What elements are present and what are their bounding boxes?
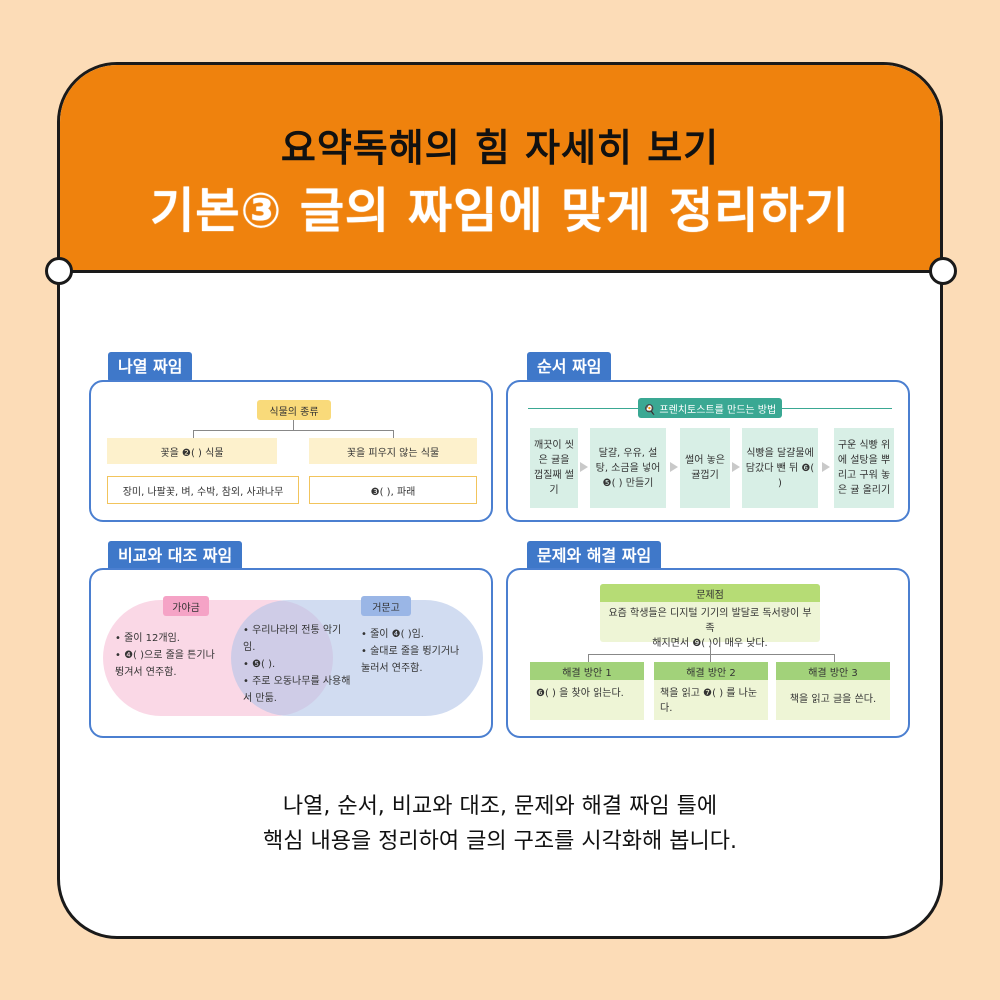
panel-problem: 문제점 요즘 학생들은 디지털 기기의 발달로 독서량이 부족 해지면서 ❾( … [506,568,910,738]
problem-box: 문제점 요즘 학생들은 디지털 기기의 발달로 독서량이 부족 해지면서 ❾( … [600,584,820,649]
solution-label: 해결 방안 3 [776,662,890,680]
header-banner: 요약독해의 힘 자세히 보기 기본③ 글의 짜임에 맞게 정리하기 [60,65,940,273]
order-step-4: 식빵을 달걀물에 담갔다 뺀 뒤 ❻( ) [742,428,818,508]
compare-left-items: • 줄이 12개임. • ❹( )으로 줄을 튼기나 뜅겨서 연주함. [115,630,227,681]
header-title-line1: 요약독해의 힘 자세히 보기 [280,126,720,170]
compare-middle-item: • 주로 오동나무를 사용해서 만듦. [243,676,351,704]
tag-list-structure: 나열 짜임 [108,352,193,382]
list-right-body: ❸( ), 파래 [309,476,477,504]
left-hinge-dot [45,257,73,285]
compare-right-item: • 줄이 ❹( )임. [361,629,424,640]
label-geomungo: 거문고 [361,596,411,616]
order-step-2: 달걀, 우유, 설탕, 소금을 넣어 ❺( ) 만들기 [590,428,666,508]
solution-label: 해결 방안 2 [654,662,768,680]
order-step-5: 구운 식빵 위에 설탕을 뿌리고 구워 놓은 귤 올리기 [834,428,894,508]
compare-right-item: • 술대로 줄을 뜅기거나 눌러서 연주함. [361,646,460,674]
right-hinge-dot [929,257,957,285]
solution-text: 책을 읽고 ❼( ) 를 나눈다. [660,688,758,714]
panel-order: 🍳 프렌치토스트를 만드는 방법 깨끗이 씻은 귤을 껍질째 썰기 달걀, 우유… [506,380,910,522]
panel-compare: 가야금 거문고 • 줄이 12개임. • ❹( )으로 줄을 튼기나 뜅겨서 연… [89,568,493,738]
header-title-line2: 기본③ 글의 짜임에 맞게 정리하기 [150,183,850,239]
order-step-1: 깨끗이 씻은 귤을 껍질째 썰기 [530,428,578,508]
list-left-body: 장미, 나팔꽃, 벼, 수박, 참외, 사과나무 [107,476,299,504]
solution-card-1: 해결 방안 1 ❻( ) 을 찾아 읽는다. [530,662,644,720]
panel-list: 식물의 종류 꽃을 ❷( ) 식물 꽃을 피우지 않는 식물 장미, 나팔꽃, … [89,380,493,522]
compare-left-item: • ❹( )으로 줄을 튼기나 뜅겨서 연주함. [115,650,215,678]
tag-order-structure: 순서 짜임 [527,352,612,382]
tag-problem-structure: 문제와 해결 짜임 [527,541,662,571]
list-left-head: 꽃을 ❷( ) 식물 [107,438,277,464]
problem-text-line: 요즘 학생들은 디지털 기기의 발달로 독서량이 부족 [608,608,812,634]
order-title: 🍳 프렌치토스트를 만드는 방법 [638,398,782,418]
solution-text: 책을 읽고 글을 쓴다. [789,694,877,705]
solution-card-2: 해결 방안 2 책을 읽고 ❼( ) 를 나눈다. [654,662,768,720]
compare-middle-item: • 우리나라의 전통 악기임. [243,625,342,653]
solution-card-3: 해결 방안 3 책을 읽고 글을 쓴다. [776,662,890,720]
compare-right-items: • 줄이 ❹( )임. • 술대로 줄을 뜅기거나 눌러서 연주함. [361,626,471,677]
solution-label: 해결 방안 1 [530,662,644,680]
list-right-head: 꽃을 피우지 않는 식물 [309,438,477,464]
tag-compare-structure: 비교와 대조 짜임 [108,541,243,571]
problem-label: 문제점 [600,584,820,602]
compare-left-item: • 줄이 12개임. [115,633,180,644]
venn-right [231,600,483,716]
compare-middle-items: • 우리나라의 전통 악기임. • ❺( ). • 주로 오동나무를 사용해서 … [243,622,353,707]
caption-line-1: 나열, 순서, 비교와 대조, 문제와 해결 짜임 틀에 [282,794,718,819]
caption-line-2: 핵심 내용을 정리하여 글의 구조를 시각화해 봅니다. [263,829,737,854]
label-gayageum: 가야금 [163,596,209,616]
list-root: 식물의 종류 [257,400,331,420]
solution-text: ❻( ) 을 찾아 읽는다. [536,688,624,699]
compare-middle-item: • ❺( ). [243,659,276,670]
order-step-3: 썰어 놓은 귤껍기 [680,428,730,508]
